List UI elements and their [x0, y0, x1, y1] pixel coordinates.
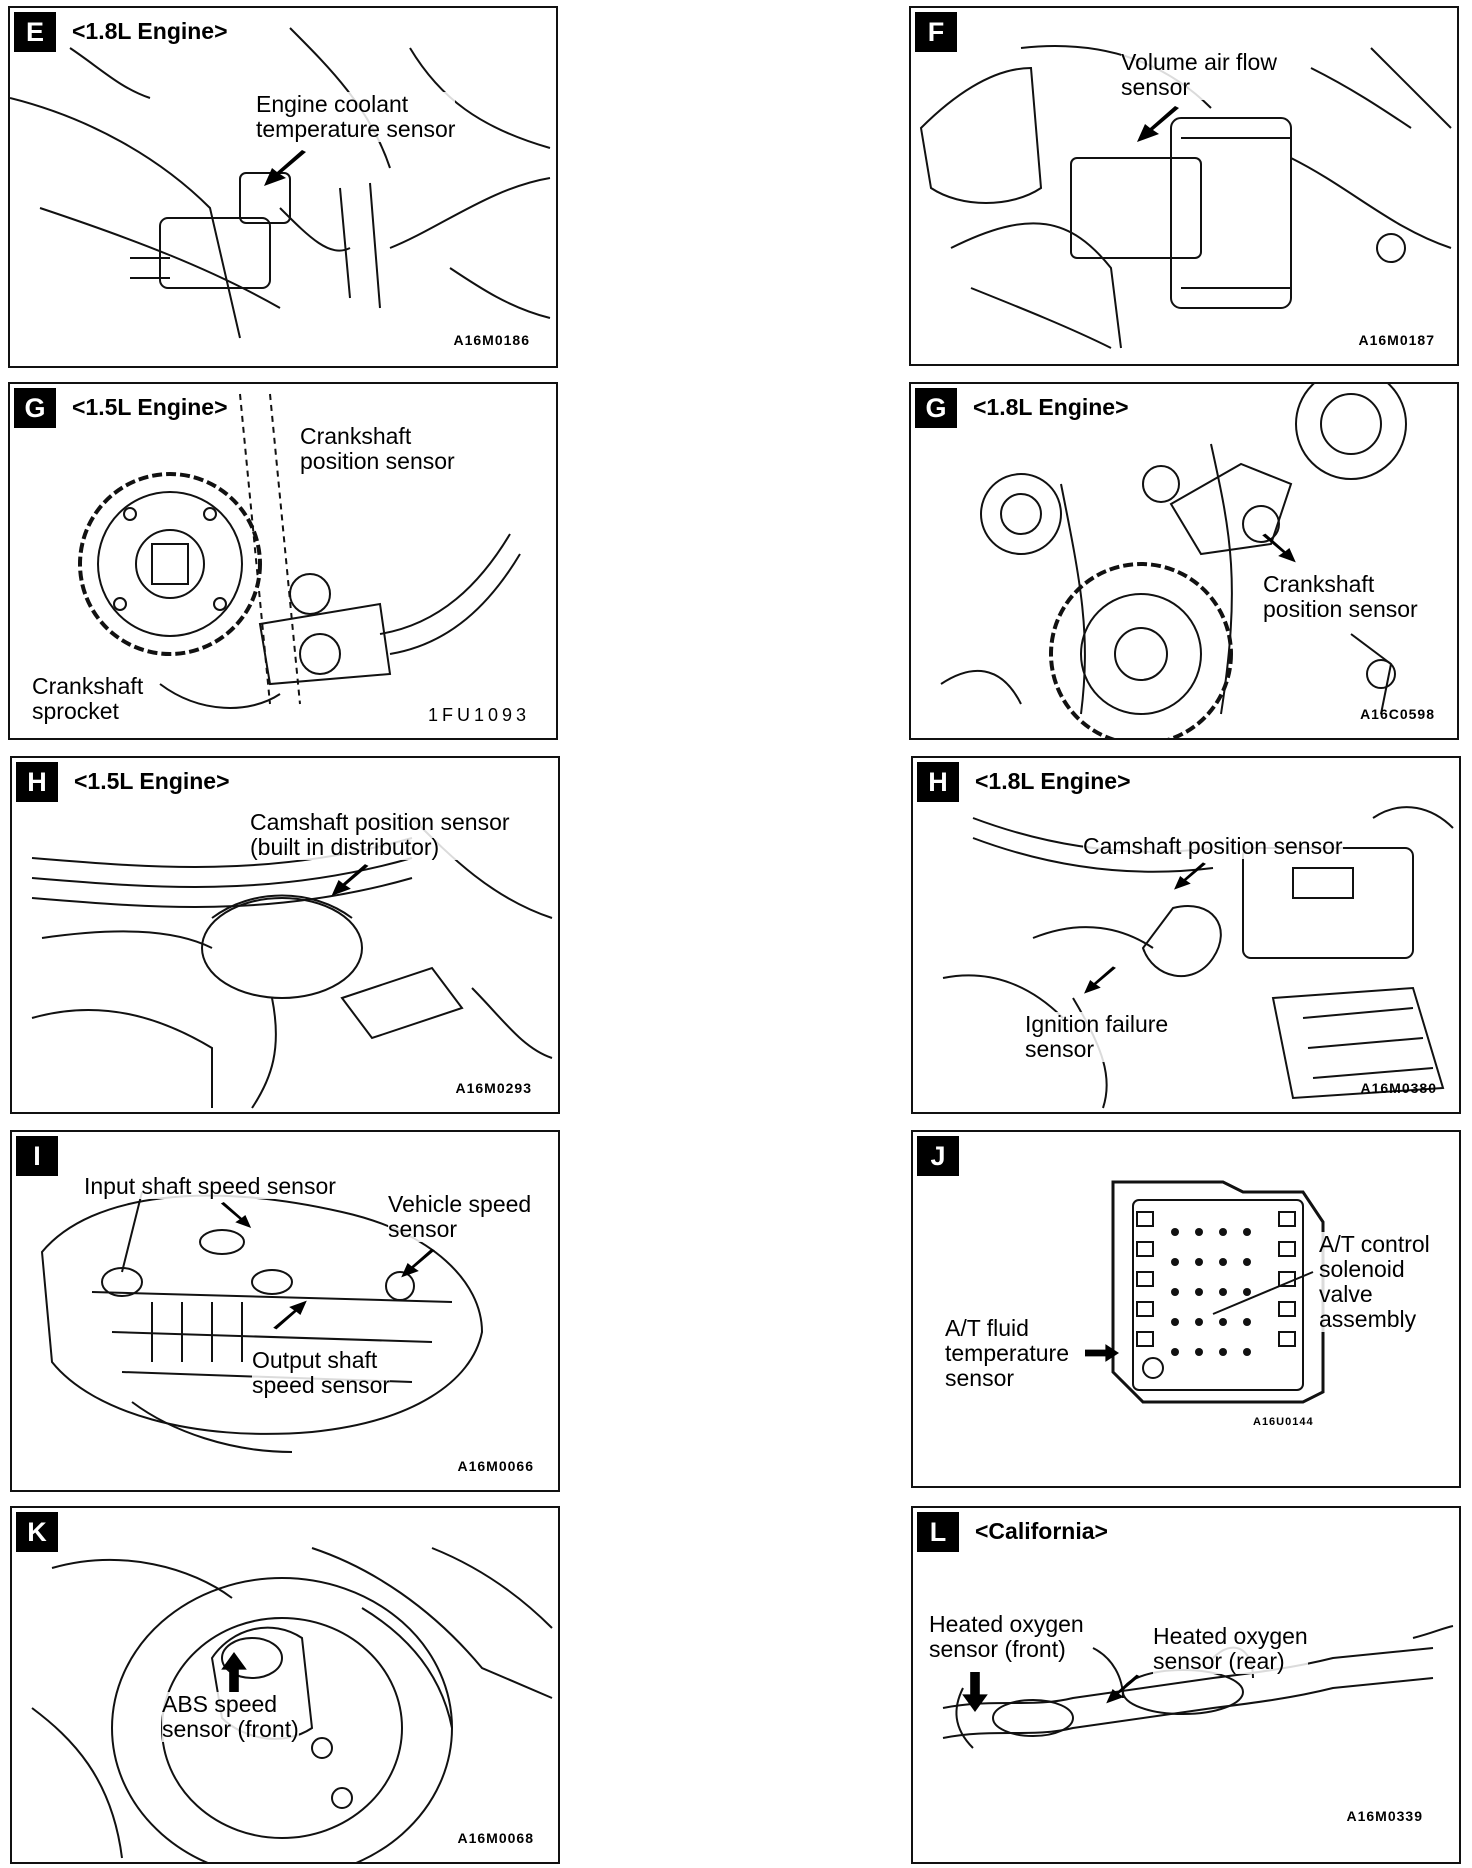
panel-letter: K	[16, 1512, 58, 1552]
figure-panel-k: K ABS speed sensor (front) A16M0068	[10, 1506, 560, 1864]
arrow-icon	[1262, 533, 1296, 563]
arrow-icon	[1085, 1344, 1119, 1362]
panel-letter: J	[917, 1136, 959, 1176]
callout-label: Heated oxygen sensor (rear)	[1153, 1623, 1308, 1674]
arrow-icon	[220, 1202, 252, 1228]
figure-code: A16U0144	[1253, 1416, 1314, 1428]
crankshaft-illustration	[940, 384, 1407, 738]
callout-label: Output shaft speed sensor	[252, 1347, 391, 1398]
panel-letter: I	[16, 1136, 58, 1176]
crankshaft-illustration	[78, 393, 521, 709]
panel-letter: H	[917, 762, 959, 802]
engine-illustration	[10, 27, 551, 339]
arrow-icon	[1084, 966, 1116, 994]
callout-label: Input shaft speed sensor	[84, 1173, 336, 1199]
callout-label: Volume air flow sensor	[1121, 49, 1277, 100]
arrow-icon	[221, 1652, 247, 1692]
panel-letter: L	[917, 1512, 959, 1552]
figure-code: A16M0066	[457, 1458, 534, 1474]
figure-panel-e: E <1.8L Engine> Engine coolant temperatu…	[8, 6, 558, 368]
callout-label: Crankshaft position sensor	[300, 423, 455, 474]
callout-label: Heated oxygen sensor (front)	[929, 1611, 1084, 1662]
panel-letter: G	[14, 388, 56, 428]
callout-label: Camshaft position sensor (built in distr…	[250, 809, 510, 860]
callout-label: A/T fluid temperature sensor	[945, 1315, 1070, 1391]
figure-code: A16M0339	[1346, 1808, 1423, 1824]
figure-panel-l: L <California> Heated oxygen sensor (fro…	[911, 1506, 1461, 1864]
arrow-icon	[401, 1248, 435, 1278]
callout-label: Crankshaft sprocket	[32, 673, 144, 724]
arrow-icon	[1137, 106, 1179, 142]
panel-letter: H	[16, 762, 58, 802]
wheel-hub-illustration	[31, 1547, 553, 1862]
arrow-icon	[331, 864, 369, 896]
figure-panel-h-15l: H <1.5L Engine> Camshaft position sensor…	[10, 756, 560, 1114]
panel-letter: G	[915, 388, 957, 428]
engine-illustration	[942, 806, 1454, 1109]
callout-label: ABS speed sensor (front)	[162, 1691, 299, 1742]
figure-panel-f: F Volume air flow sensor A16M0187	[909, 6, 1459, 366]
callout-label: A/T control solenoid valve assembly	[1319, 1231, 1430, 1332]
figure-panel-h-18l: H <1.8L Engine> Camshaft position sensor…	[911, 756, 1461, 1114]
figure-code: A16C0598	[1360, 706, 1435, 722]
figure-code: A16M0068	[457, 1830, 534, 1846]
callout-label: Camshaft position sensor	[1083, 833, 1343, 859]
arrow-icon	[273, 1300, 307, 1330]
figure-panel-i: I Input shaft speed sensor Vehicle speed…	[10, 1130, 560, 1492]
arrow-icon	[962, 1672, 988, 1712]
panel-header: <1.8L Engine>	[72, 18, 228, 44]
figure-panel-g-15l: G <1.5L Engine> Crankshaft position sens…	[8, 382, 558, 740]
figure-code: A16M0380	[1360, 1080, 1437, 1096]
panel-letter: E	[14, 12, 56, 52]
panel-header: <1.5L Engine>	[72, 394, 228, 420]
panel-header: <1.8L Engine>	[973, 394, 1129, 420]
panel-header: <California>	[975, 1518, 1108, 1544]
figure-panel-g-18l: G <1.8L Engine> Crankshaft position sens…	[909, 382, 1459, 740]
figure-code: A16M0187	[1358, 332, 1435, 348]
callout-label: Ignition failure sensor	[1025, 1011, 1169, 1062]
figure-code: 1FU1093	[427, 705, 530, 725]
arrow-icon	[264, 150, 306, 186]
figure-panel-j: J A/T control solenoid valve assembly A/…	[911, 1130, 1461, 1488]
panel-header: <1.8L Engine>	[975, 768, 1131, 794]
panel-header: <1.5L Engine>	[74, 768, 230, 794]
arrow-icon	[1174, 862, 1206, 890]
panel-letter: F	[915, 12, 957, 52]
arrow-icon	[1106, 1674, 1140, 1704]
callout-label: Engine coolant temperature sensor	[256, 91, 456, 142]
callout-label: Vehicle speed sensor	[388, 1191, 532, 1242]
figure-code: A16M0293	[455, 1080, 532, 1096]
callout-label: Crankshaft position sensor	[1263, 571, 1418, 622]
figure-code: A16M0186	[453, 332, 530, 348]
